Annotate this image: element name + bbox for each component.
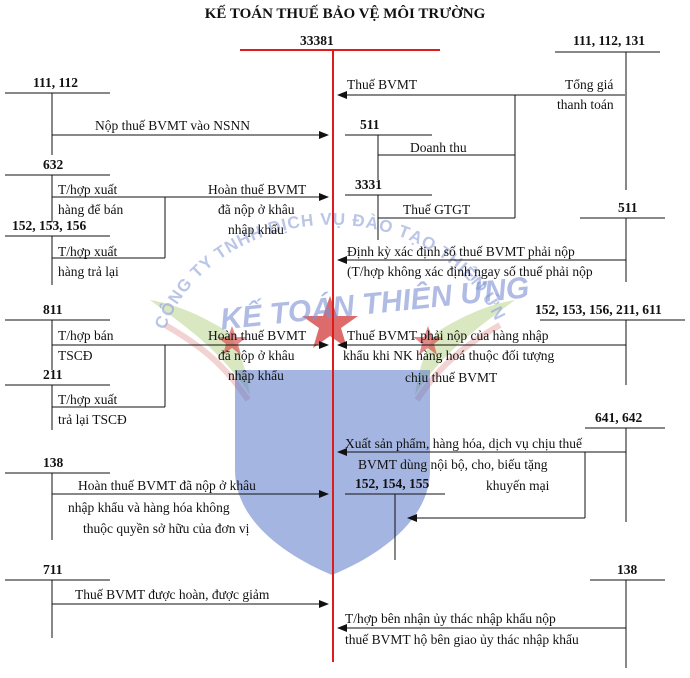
label-hoan-138-3: thuộc quyền sở hữu của đơn vị [83, 521, 250, 536]
label-hoan-thue-2: Hoàn thuế BVMT [208, 328, 307, 343]
label-hang-de-ban: hàng để bán [58, 202, 124, 217]
label-hoan-138-2: nhập khẩu và hàng hóa không [68, 500, 230, 515]
label-thue-bvmt: Thuế BVMT [347, 77, 418, 92]
label-thop-xuat-3: T/hợp xuất [58, 392, 118, 407]
label-da-nop-1: đã nộp ở khâu [218, 202, 295, 217]
account-811: 811 [43, 302, 63, 317]
account-632: 632 [43, 157, 64, 172]
account-138-left: 138 [43, 455, 64, 470]
account-152-153-156: 152, 153, 156 [12, 218, 87, 233]
account-3331: 3331 [355, 177, 382, 192]
label-nhap-khau-1: nhập khẩu [228, 222, 284, 237]
account-641-642: 641, 642 [595, 410, 643, 425]
label-thue-phai-nop-2: khẩu khi NK hàng hoá thuộc đối tượng [343, 348, 555, 363]
label-hang-tra-lai: hàng trả lại [58, 264, 119, 279]
account-111-112-131: 111, 112, 131 [573, 33, 646, 48]
label-thop-xuat-1: T/hợp xuất [58, 182, 118, 197]
label-khuyen-mai: khuyến mại [486, 478, 550, 493]
account-511-mid: 511 [360, 117, 380, 132]
label-thop-khong: (T/hợp không xác định ngay số thuế phải … [347, 264, 593, 279]
account-211: 211 [43, 367, 63, 382]
label-thue-phai-nop-1: Thuế BVMT phải nộp của hàng nhập [347, 328, 549, 343]
label-tscd-1: TSCĐ [58, 348, 93, 363]
label-thop-xuat-2: T/hợp xuất [58, 244, 118, 259]
label-xuat-sp-1: Xuất sản phẩm, hàng hóa, dịch vụ chịu th… [345, 436, 582, 451]
label-hoan-138-1: Hoàn thuế BVMT đã nộp ở khâu [78, 478, 256, 493]
label-uy-thac-1: T/hợp bên nhận ủy thác nhập khẩu nộp [345, 611, 556, 626]
label-nop-thue: Nộp thuế BVMT vào NSNN [95, 118, 250, 133]
label-thanh-toan: thanh toán [557, 97, 614, 112]
label-hoan-thue-1: Hoàn thuế BVMT [208, 182, 307, 197]
label-thop-ban: T/hợp bán [58, 328, 114, 343]
account-152-154-155: 152, 154, 155 [355, 476, 430, 491]
right-wing-shape [415, 300, 515, 395]
label-nhap-khau-2: nhập khẩu [228, 368, 284, 383]
account-511-right: 511 [618, 200, 638, 215]
label-thue-gtgt: Thuế GTGT [403, 202, 471, 217]
label-uy-thac-2: thuế BVMT hộ bên giao ủy thác nhập khẩu [345, 632, 579, 647]
label-da-nop-2: đã nộp ở khâu [218, 348, 295, 363]
account-111-112: 111, 112 [33, 75, 79, 90]
label-doanh-thu: Doanh thu [410, 140, 467, 155]
label-thue-phai-nop-3: chịu thuế BVMT [405, 370, 498, 385]
account-33381: 33381 [300, 33, 334, 48]
account-711: 711 [43, 562, 63, 577]
account-138-right: 138 [617, 562, 638, 577]
label-xuat-sp-2: BVMT dùng nội bộ, cho, biếu tặng [358, 457, 548, 472]
label-tong-gia: Tổng giá [565, 77, 614, 92]
page-title: KẾ TOÁN THUẾ BẢO VỆ MÔI TRƯỜNG [204, 6, 486, 22]
label-dinh-ky: Định kỳ xác định số thuế BVMT phải nộp [347, 244, 575, 259]
label-duoc-hoan: Thuế BVMT được hoàn, được giảm [75, 587, 270, 602]
account-152-153-156-211-611: 152, 153, 156, 211, 611 [535, 302, 662, 317]
label-tra-lai-tscd: trả lại TSCĐ [58, 412, 127, 427]
star-shape [302, 296, 358, 348]
